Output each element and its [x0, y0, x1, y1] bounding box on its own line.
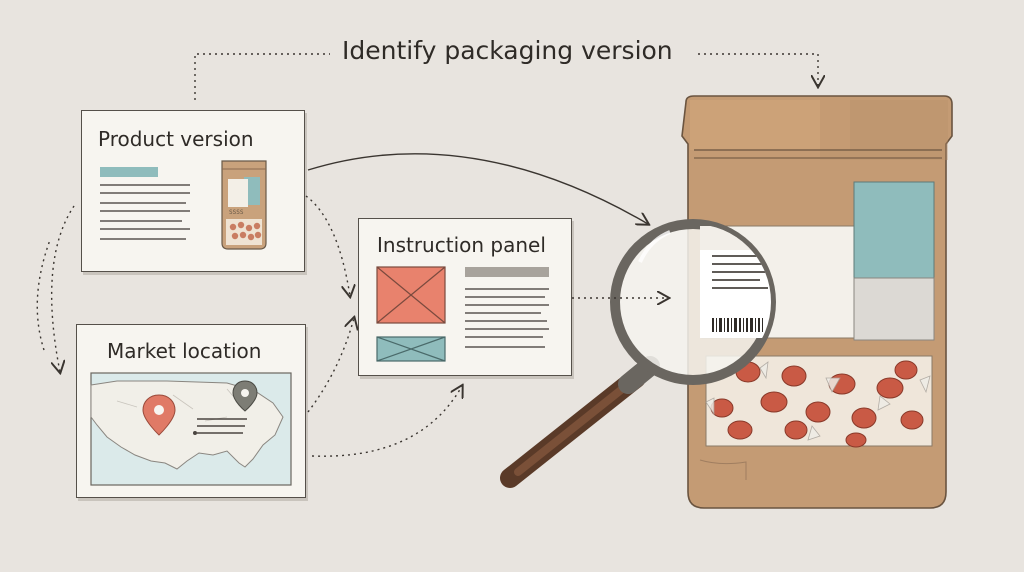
barcode-icon: [712, 318, 763, 332]
arrow-title-to-pouch: [698, 53, 818, 86]
pouch-thumb-label: SSSS: [229, 209, 244, 216]
arrow-product-to-instruction: [305, 195, 350, 296]
pouch-icon: [221, 160, 267, 250]
arrow-market-to-magnifier: [311, 386, 462, 457]
market-location-title: Market location: [107, 339, 262, 363]
instruction-header-bar: [465, 267, 549, 277]
arrow-product-to-magnifier: [307, 153, 648, 224]
candy-wrappers: [705, 361, 931, 441]
location-pin-icon: [142, 394, 176, 436]
image-placeholder-large: [376, 266, 446, 324]
arrow-market-to-instruction: [307, 318, 354, 413]
pouch-icon-large: [681, 95, 953, 509]
magnifying-glass-icon: [500, 219, 776, 488]
market-map: [90, 372, 292, 486]
map-legend-lines: [193, 418, 247, 435]
market-location-card: Market location: [76, 324, 306, 498]
instruction-text-lines: [465, 288, 549, 348]
location-pin-icon-secondary: [232, 380, 258, 412]
page-title: Identify packaging version: [342, 36, 673, 65]
arrow-market-to-product: [36, 239, 51, 351]
instruction-panel-content: [376, 266, 549, 362]
connector-arrows: [36, 53, 818, 457]
product-version-content: SSSS: [100, 160, 267, 250]
instruction-panel-card: Instruction panel: [358, 218, 572, 376]
product-version-card: Product version: [81, 110, 305, 272]
arrow-product-to-market: [52, 205, 75, 372]
product-version-title: Product version: [98, 127, 254, 151]
pouch-label-gray: [853, 277, 935, 341]
image-placeholder-small: [376, 336, 446, 362]
pouch-label-teal: [853, 181, 935, 279]
instruction-panel-title: Instruction panel: [377, 233, 546, 257]
product-header-bar: [100, 167, 158, 177]
arrow-title-to-product: [194, 53, 330, 100]
product-text-lines: [100, 184, 190, 240]
